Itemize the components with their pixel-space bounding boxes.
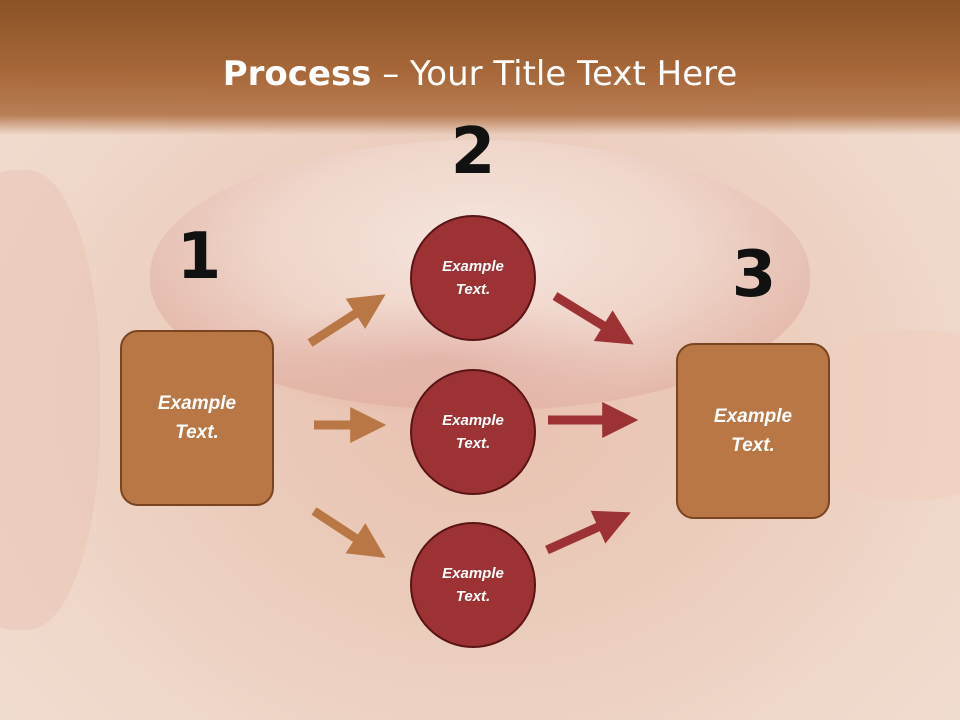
step-3-label: Example Text. [713,406,793,456]
step-2-circle-1[interactable]: Example Text. [410,215,536,341]
step-1-label: Example Text. [157,393,237,443]
title-bar [0,0,960,135]
arrow-2c-to-3 [545,510,631,555]
step-1-number: 1 [176,220,222,294]
step-1-box[interactable]: Example Text. [120,330,274,506]
background-hand [0,170,100,630]
step-2-number: 2 [450,115,496,189]
step-2-circle-3[interactable]: Example Text. [410,522,536,648]
step-3-number: 3 [731,238,777,312]
step-3-box[interactable]: Example Text. [676,343,830,519]
step-2-item-1-label: Example Text. [442,258,504,298]
title-rest: – Your Title Text Here [371,54,738,94]
arrow-2a-to-3 [552,292,634,345]
title-bold: Process [222,54,372,94]
arrow-1-to-2c [311,507,386,558]
arrow-1-to-2a [307,294,386,347]
step-2-circle-2[interactable]: Example Text. [410,369,536,495]
slide-title[interactable]: Process – Your Title Text Here [0,52,960,96]
step-2-item-3-label: Example Text. [442,565,504,605]
step-2-item-2-label: Example Text. [442,412,504,452]
